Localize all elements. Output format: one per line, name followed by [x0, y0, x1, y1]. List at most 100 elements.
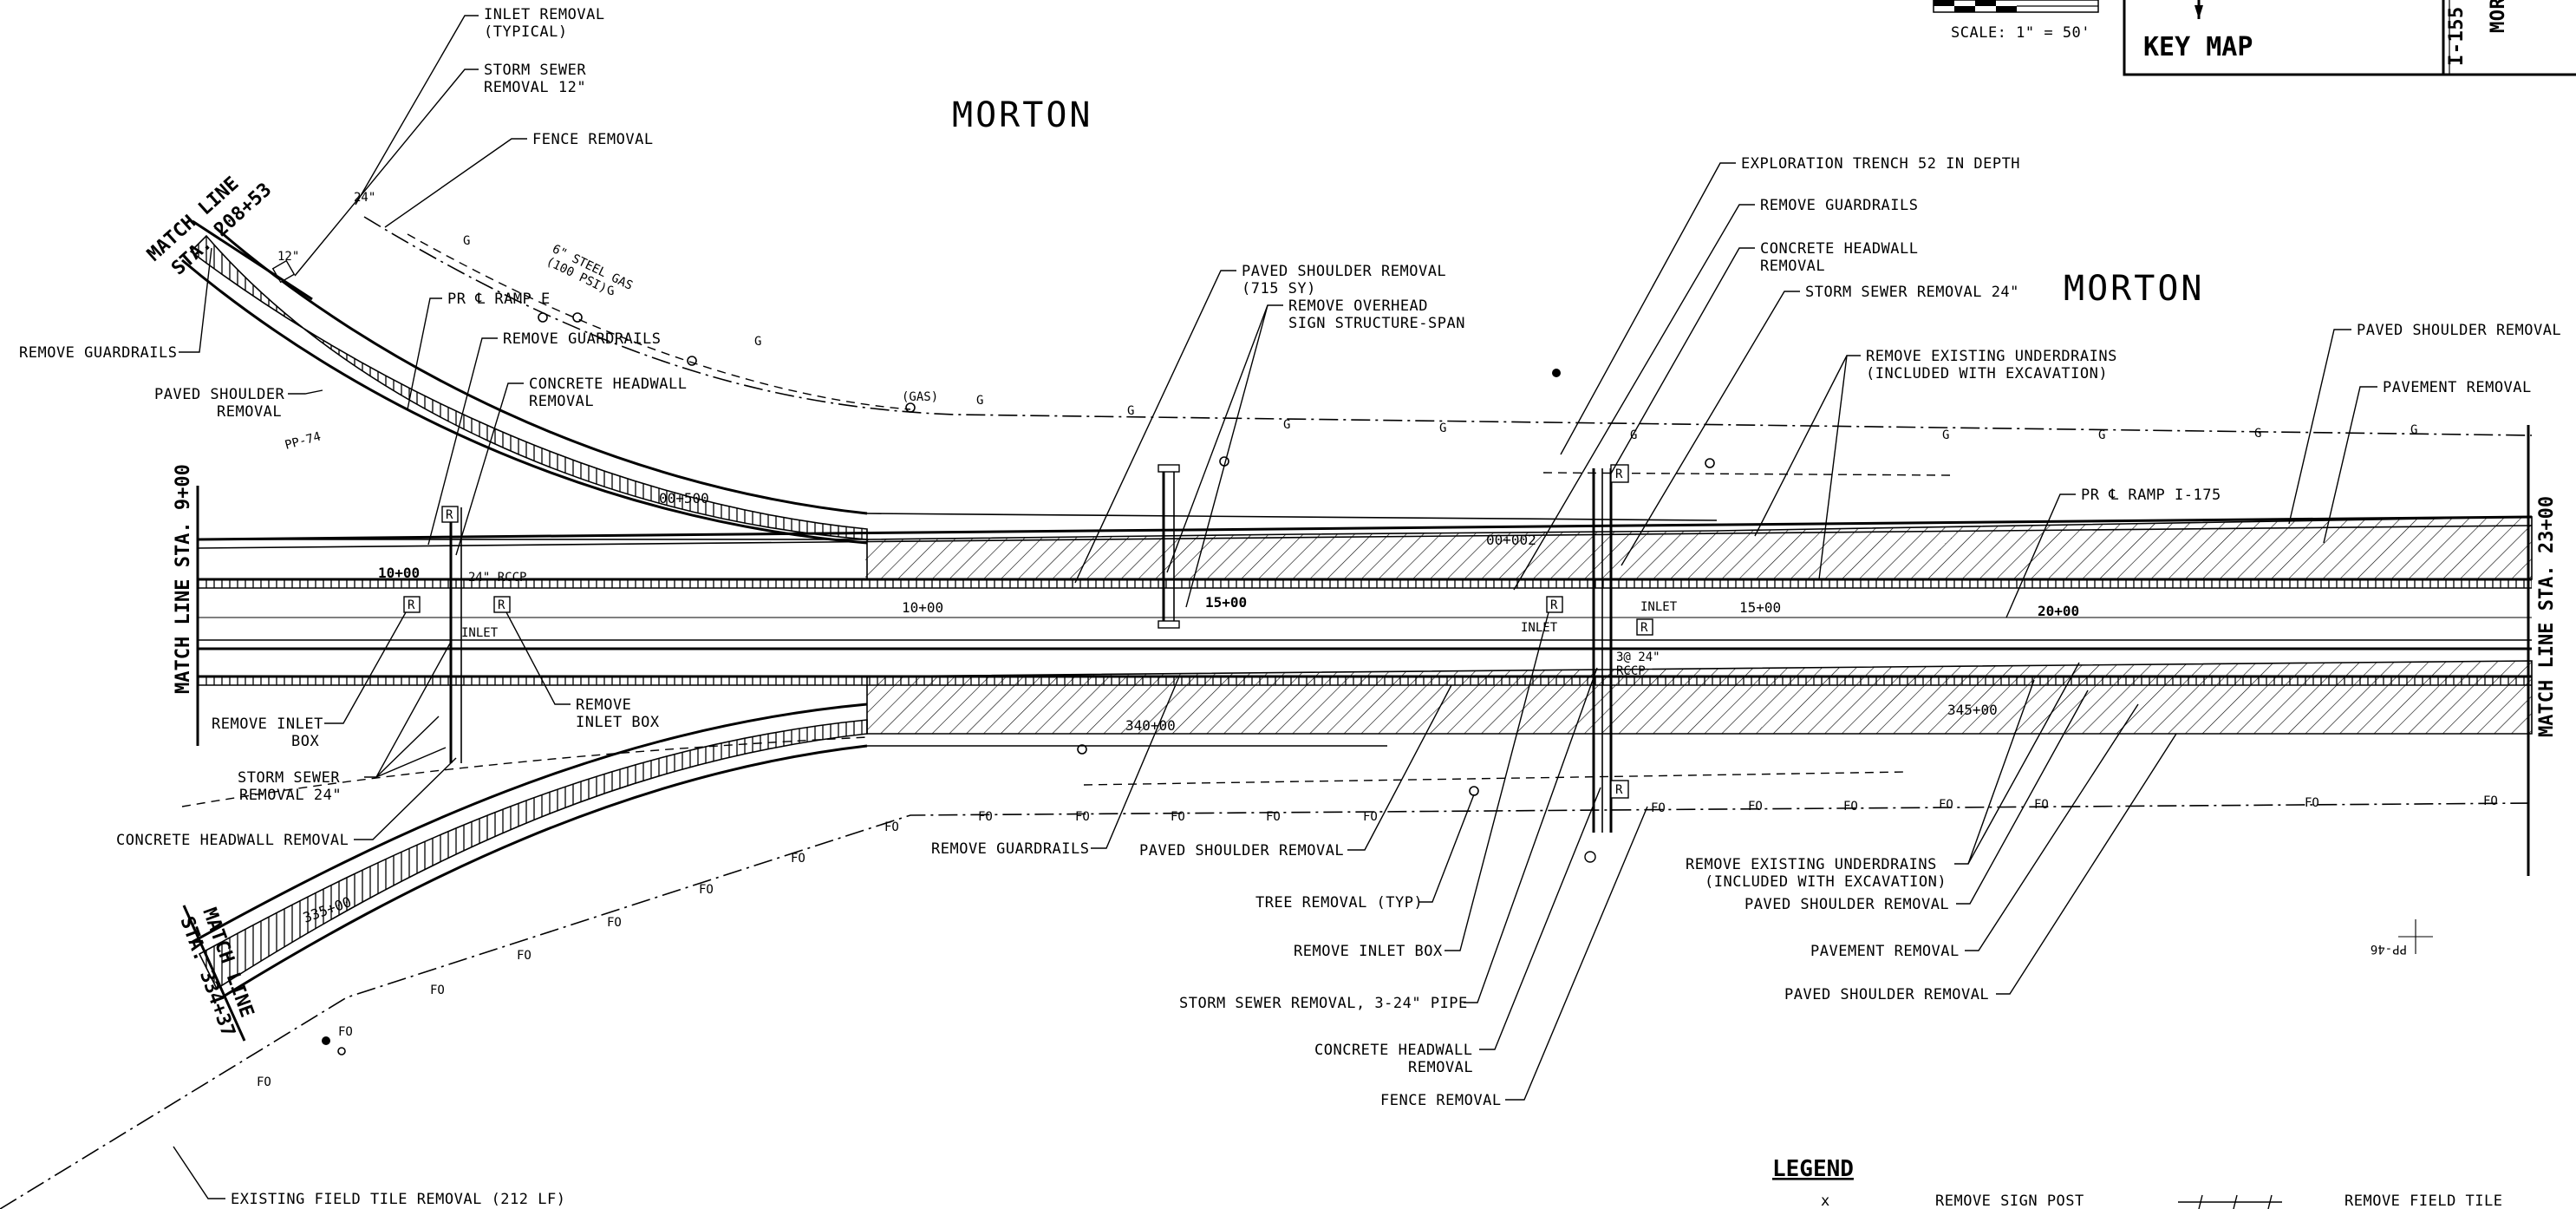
callout-pavement-removal-top-right: PAVEMENT REMOVAL [2323, 379, 2531, 544]
legend-label-field-tile: REMOVE FIELD TILE [2344, 1193, 2503, 1209]
svg-text:R: R [1640, 621, 1648, 635]
fiber-optic-line-bottom [0, 802, 2533, 1209]
svg-text:FO: FO [338, 1025, 353, 1039]
svg-text:EXPLORATION TRENCH 52 IN DEPTH: EXPLORATION TRENCH 52 IN DEPTH [1741, 155, 2020, 173]
svg-text:FO: FO [1075, 810, 1090, 824]
scale-label: SCALE: 1" = 50' [1951, 24, 2090, 42]
svg-text:STORM SEWER: STORM SEWER [484, 62, 586, 79]
svg-text:PAVEMENT REMOVAL: PAVEMENT REMOVAL [1810, 943, 1960, 960]
callout-remove-existing-underdrains-top: REMOVE EXISTING UNDERDRAINS (INCLUDED WI… [1754, 348, 2117, 580]
svg-text:FO: FO [1651, 801, 1666, 815]
svg-text:FO: FO [1171, 810, 1185, 824]
svg-text:TREE REMOVAL (TYP): TREE REMOVAL (TYP) [1255, 894, 1423, 912]
station-10: 10+00 [378, 565, 420, 581]
svg-text:REMOVE EXISTING UNDERDRAINS: REMOVE EXISTING UNDERDRAINS [1866, 348, 2117, 365]
key-map-route-label: I-155 [2446, 6, 2468, 66]
svg-text:REMOVE GUARDRAILS: REMOVE GUARDRAILS [503, 330, 662, 348]
svg-text:FO: FO [2034, 798, 2049, 812]
svg-text:24" RCCP: 24" RCCP [468, 571, 526, 585]
svg-text:PAVED SHOULDER REMOVAL: PAVED SHOULDER REMOVAL [1745, 896, 1949, 913]
svg-text:CONCRETE HEADWALL REMOVAL: CONCRETE HEADWALL REMOVAL [116, 832, 349, 849]
callout-concrete-headwall-removal-bottom: CONCRETE HEADWALL REMOVAL [1314, 787, 1601, 1076]
svg-text:REMOVE GUARDRAILS: REMOVE GUARDRAILS [931, 840, 1090, 858]
svg-text:R: R [1615, 783, 1623, 797]
ramp-bottom-roadway [192, 703, 1387, 999]
svg-text:3@ 24": 3@ 24" [1616, 650, 1660, 664]
svg-text:EXISTING FIELD TILE REMOVAL (2: EXISTING FIELD TILE REMOVAL (212 LF) [231, 1191, 565, 1208]
callout-remove-inlet-box-bottom: REMOVE INLET BOX [1294, 611, 1549, 960]
svg-text:PAVED SHOULDER: PAVED SHOULDER [154, 386, 285, 403]
svg-text:G: G [463, 234, 470, 248]
svg-text:R: R [446, 508, 453, 522]
callout-remove-guardrails-mid-left: REMOVE GUARDRAILS [427, 330, 662, 546]
fence-tags: G G G G G G G G G G G G [463, 234, 2417, 442]
svg-text:G: G [1439, 422, 1446, 435]
station-20: 20+00 [2038, 603, 2079, 619]
svg-text:R: R [498, 598, 505, 612]
svg-text:FO: FO [884, 820, 899, 834]
svg-text:FO: FO [978, 810, 993, 824]
callout-remove-existing-underdrains-bottom: REMOVE EXISTING UNDERDRAINS (INCLUDED WI… [1686, 662, 2080, 891]
match-line-top-left: MATCH LINE STA. 208+53 [143, 173, 313, 301]
station-ramp-10: 10+00 [902, 599, 943, 616]
callout-paved-shoulder-removal-bottom-right-2: PAVED SHOULDER REMOVAL [1784, 733, 2177, 1003]
callout-paved-shoulder-removal-bottom-right-1: PAVED SHOULDER REMOVAL [1745, 689, 2089, 913]
svg-text:RCCP: RCCP [1616, 664, 1646, 678]
svg-text:STORM SEWER: STORM SEWER [238, 769, 340, 787]
callout-fence-removal-bottom: FENCE REMOVAL [1380, 806, 1648, 1109]
station-ramp-e-top: 00+500 [659, 490, 709, 506]
match-line-bottom-left: MATCH LINE STA. 334+37 [175, 905, 258, 1042]
key-map-title: KEY MAP [2143, 32, 2253, 62]
svg-text:INLET BOX: INLET BOX [576, 714, 660, 731]
svg-text:MATCH LINE STA. 9+00: MATCH LINE STA. 9+00 [173, 464, 194, 694]
callout-storm-sewer-removal-24-left: STORM SEWER REMOVAL 24" [238, 641, 452, 804]
svg-text:REMOVE GUARDRAILS: REMOVE GUARDRAILS [19, 344, 178, 362]
tree-symbols [322, 312, 1715, 1055]
svg-text:FO: FO [1748, 800, 1763, 814]
svg-text:(715 SY): (715 SY) [1242, 280, 1316, 297]
town-label-morton-left: MORTON [952, 95, 1093, 135]
callout-storm-sewer-removal-12: STORM SEWER REMOVAL 12" [294, 62, 586, 277]
svg-text:G: G [1630, 428, 1637, 442]
callout-remove-inlet-box-mid: REMOVE INLET BOX [505, 611, 660, 731]
ditch-line-bottom-right [1083, 771, 1908, 786]
sign-structure [1158, 464, 1180, 629]
svg-text:SIGN STRUCTURE-SPAN: SIGN STRUCTURE-SPAN [1288, 315, 1465, 332]
callout-remove-guardrails-bottom-mid: REMOVE GUARDRAILS [931, 676, 1180, 858]
svg-text:REMOVAL: REMOVAL [1408, 1059, 1473, 1076]
callout-concrete-headwall-removal-bottom-left: CONCRETE HEADWALL REMOVAL [116, 757, 457, 849]
callout-remove-guardrails-top-right: REMOVE GUARDRAILS [1513, 197, 1918, 591]
callout-pr-ramp-i175: PR ℄ RAMP I-175 [2005, 487, 2221, 618]
svg-text:INLET: INLET [1521, 621, 1558, 635]
gas-main-line [407, 233, 911, 410]
svg-text:BOX: BOX [291, 733, 319, 750]
svg-text:INLET: INLET [1640, 600, 1678, 614]
callout-pr-ramp-e: PR ℄ RAMP E [407, 291, 551, 410]
svg-text:PR ℄ RAMP I-175: PR ℄ RAMP I-175 [2081, 487, 2221, 504]
svg-text:(INCLUDED WITH EXCAVATION): (INCLUDED WITH EXCAVATION) [1705, 873, 1947, 891]
svg-text:PAVED SHOULDER REMOVAL: PAVED SHOULDER REMOVAL [1139, 842, 1344, 859]
ramp-e-roadway [181, 225, 1718, 545]
svg-text:FO: FO [607, 916, 622, 930]
callout-paved-shoulder-removal-715: PAVED SHOULDER REMOVAL (715 SY) [1074, 263, 1446, 584]
svg-text:PR ℄ RAMP E: PR ℄ RAMP E [447, 291, 551, 308]
ditch-line-top-right [1542, 472, 1952, 476]
callout-pavement-removal-bottom-right: PAVEMENT REMOVAL [1810, 703, 2139, 960]
svg-text:REMOVE INLET: REMOVE INLET [212, 716, 323, 733]
svg-text:FO: FO [2483, 794, 2498, 808]
callout-paved-shoulder-removal-top-right: PAVED SHOULDER REMOVAL [2288, 322, 2561, 525]
headwall-top-left: 12" 24" [271, 191, 375, 284]
fiber-tags: FO FO FO FO FO FO FO FO FO FO FO FO FO F… [257, 794, 2498, 1089]
legend-symbol-field-tile [2178, 1194, 2282, 1209]
callout-concrete-headwall-removal-top-right: CONCRETE HEADWALL REMOVAL [1610, 240, 1918, 474]
svg-text:FO: FO [1363, 810, 1378, 824]
svg-text:R: R [1615, 467, 1623, 481]
svg-text:G: G [2254, 427, 2261, 441]
svg-text:FO: FO [1939, 798, 1953, 812]
svg-text:12": 12" [277, 250, 299, 264]
svg-text:CONCRETE HEADWALL: CONCRETE HEADWALL [529, 376, 688, 393]
svg-text:G: G [607, 284, 614, 298]
svg-text:R: R [1550, 598, 1558, 612]
svg-text:REMOVAL 12": REMOVAL 12" [484, 79, 586, 96]
